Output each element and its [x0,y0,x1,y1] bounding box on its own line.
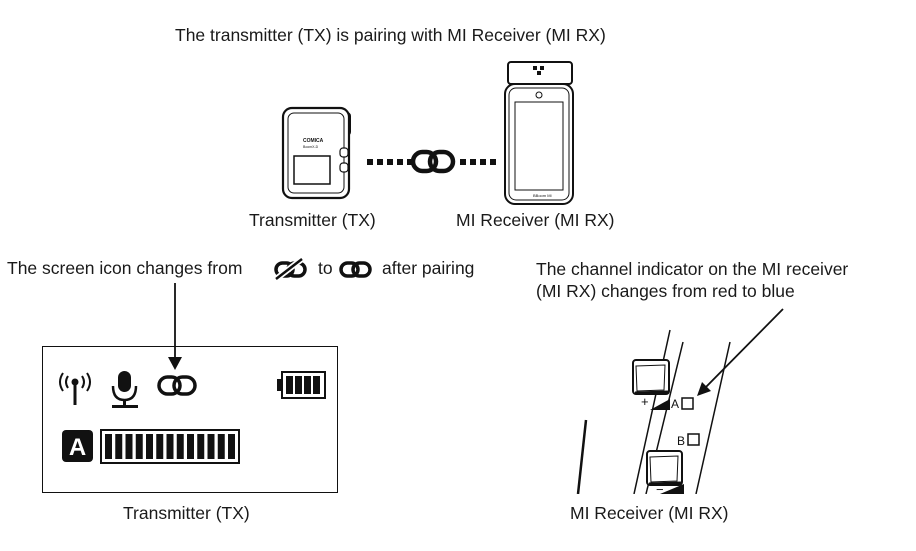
plus-label: + [641,394,649,409]
screen-note-prefix: The screen icon changes from [7,258,243,278]
level-segment [197,434,205,459]
rx-brand-text: BBoom MI [533,193,552,198]
tx-device-label: Transmitter (TX) [249,210,376,230]
channel-letter: A [69,434,86,461]
level-segment [135,434,143,459]
rx-device-label: MI Receiver (MI RX) [456,210,615,230]
audio-level-meter [100,429,240,464]
level-segment [105,434,112,459]
rx-closeup-caption: MI Receiver (MI RX) [570,503,729,523]
transmitter-device: COMICA BoomX-D [281,106,351,200]
level-segment [115,434,123,459]
level-segment [146,434,153,459]
link-icon [339,261,372,278]
level-segment [156,434,164,459]
level-segment [125,434,133,459]
rx-note-line1: The channel indicator on the MI receiver [536,259,849,279]
microphone-icon [111,371,138,408]
level-segment [207,434,215,459]
plus-button [632,359,670,395]
minus-label: − [656,482,664,497]
minus-button [646,450,683,486]
channel-a-label: A [671,397,679,411]
channel-b-label: B [677,434,685,448]
volume-wedge-top [650,399,670,410]
level-segments [105,434,235,459]
dotted-line-right [460,159,496,165]
level-segment [228,434,235,459]
battery-icon [277,371,326,399]
volume-wedge-bottom [660,484,684,494]
link-broken-icon [274,257,307,281]
tx-brand-text: COMICA [303,138,324,144]
dotted-line-left [367,159,413,165]
level-segment [187,434,194,459]
level-segment [176,434,184,459]
level-segment [166,434,174,459]
tx-model-text: BoomX-D [303,145,319,149]
rx-note-arrow [702,308,784,391]
mi-receiver-phone: BBoom MI [504,61,574,205]
screen-note-middle: to [318,258,333,278]
rx-note-line2: (MI RX) changes from red to blue [536,281,795,301]
tx-screen-caption: Transmitter (TX) [123,503,250,523]
link-icon [410,149,456,174]
tx-screen-panel [42,346,338,493]
screen-link-icon [157,375,197,396]
channel-a-indicator [681,397,694,410]
screen-note-suffix: after pairing [382,258,475,278]
channel-b-indicator [687,433,700,446]
channel-badge: A [62,430,93,462]
antenna-icon [59,372,91,405]
pairing-title: The transmitter (TX) is pairing with MI … [175,25,606,45]
level-segment [217,434,225,459]
rx-note-arrowhead [697,382,711,396]
pairing-link [367,149,496,174]
